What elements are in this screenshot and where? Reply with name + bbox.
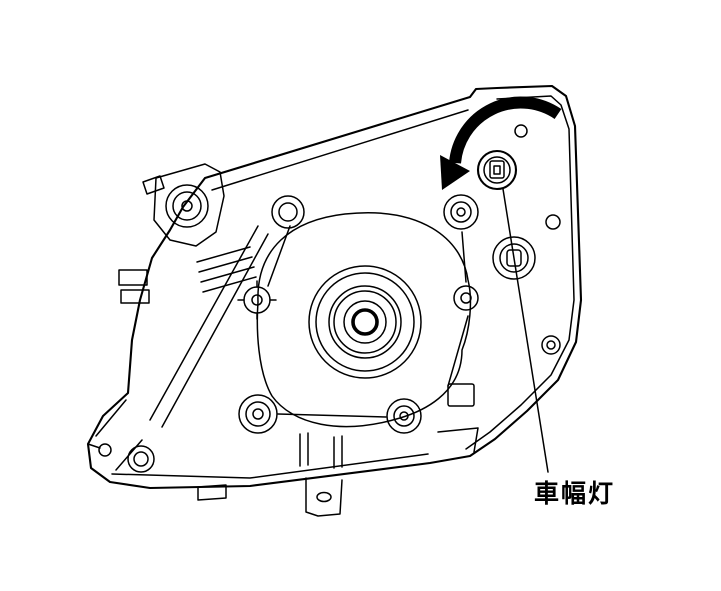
clearance-lamp-socket <box>476 149 518 191</box>
bottom-tabs <box>197 383 479 517</box>
left-mounting-bracket <box>118 163 225 304</box>
reflector-opening <box>256 212 472 428</box>
hatch-lines <box>149 225 269 428</box>
turn-signal-socket <box>492 236 536 280</box>
screw-bosses <box>127 124 561 473</box>
rotation-arrow <box>440 96 562 190</box>
leader-line <box>502 188 549 473</box>
housing-outline <box>86 84 583 490</box>
clearance-lamp-label: 車幅灯 <box>534 479 616 508</box>
projector-lens-rings <box>308 265 422 379</box>
